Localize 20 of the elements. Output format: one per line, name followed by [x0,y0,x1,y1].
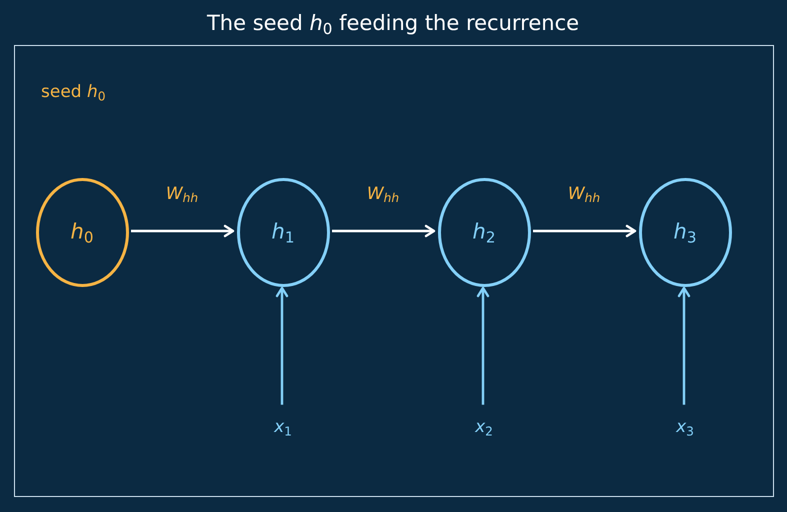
input-label: x$_{1}$ [274,416,292,438]
arrow [131,224,234,238]
node-label: h$_{1}$ [272,219,294,245]
arrow [533,224,636,238]
arrow [332,224,436,238]
panel-frame [14,45,774,497]
diagram-title: The seed h$_{0}$ feeding the recurrence [206,11,580,36]
arrow [678,286,690,405]
input-label: x$_{2}$ [475,416,493,438]
ellipse-node [638,178,732,286]
input-label: x$_{3}$ [676,416,694,438]
arrow [476,286,490,405]
annotation-label: seed h$_{0}$ [41,82,106,102]
node-label: h$_{2}$ [472,219,496,245]
ellipse-node [236,178,330,286]
node-label: h$_{0}$ [70,219,94,245]
ellipse-node [438,178,530,286]
ellipse-node [36,178,128,286]
node-label: h$_{3}$ [674,219,696,245]
arrow [276,286,288,405]
